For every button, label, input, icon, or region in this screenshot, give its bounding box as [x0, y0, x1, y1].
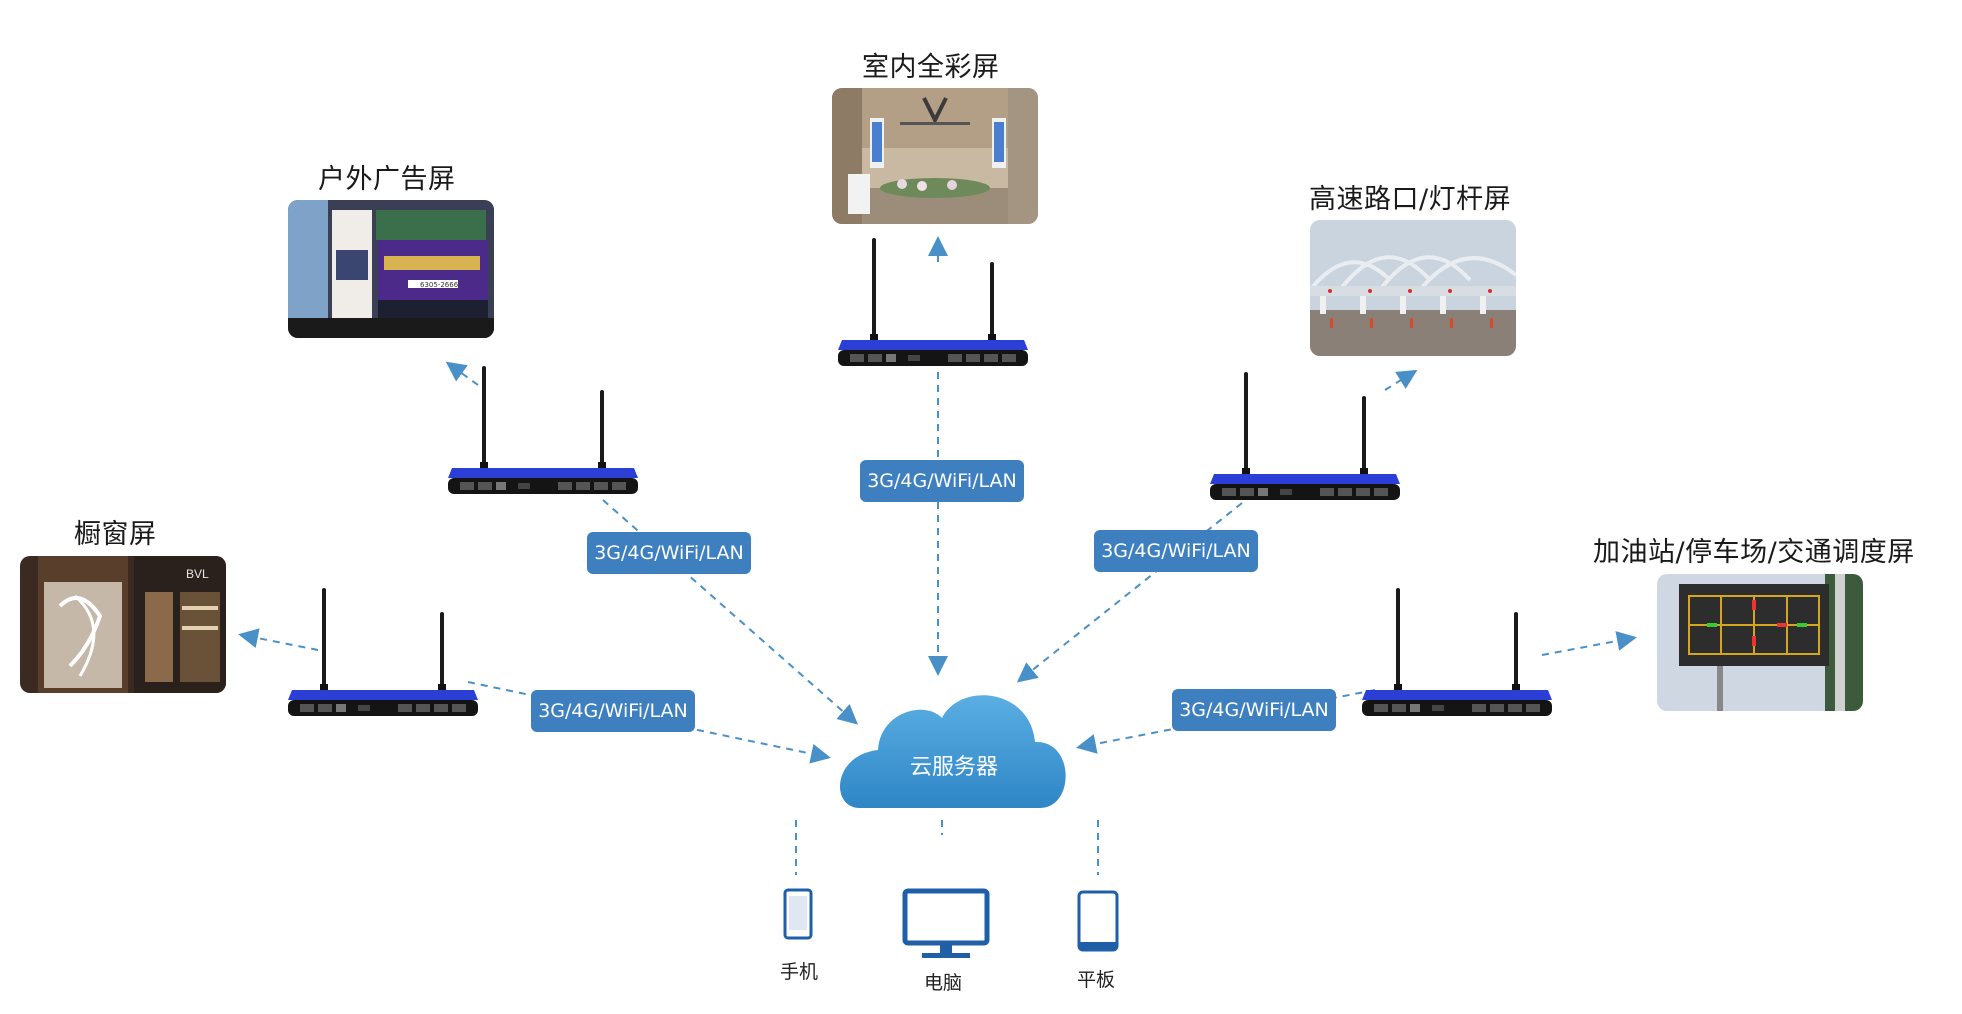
arrow-to-outdoor	[445, 361, 479, 386]
title-indoor-screen: 室内全彩屏	[862, 52, 1000, 83]
pc-label: 电脑	[924, 972, 963, 994]
cloud-icon	[840, 695, 1066, 808]
router-indoor	[838, 238, 1028, 370]
router-highway	[1210, 372, 1400, 504]
title-outdoor-screen: 户外广告屏	[318, 164, 456, 195]
connection-badge-indoor: 3G/4G/WiFi/LAN	[860, 460, 1024, 502]
connection-badge-outdoor: 3G/4G/WiFi/LAN	[587, 532, 751, 574]
tablet-icon	[1077, 890, 1119, 952]
title-gas-screen: 加油站/停车场/交通调度屏	[1593, 537, 1915, 568]
title-highway-screen: 高速路口/灯杆屏	[1309, 184, 1512, 215]
connection-badge-window: 3G/4G/WiFi/LAN	[531, 690, 695, 732]
phone-icon	[783, 888, 813, 940]
indoor-screen-photo	[832, 88, 1038, 224]
gas-screen-photo	[1657, 574, 1863, 711]
arrow-gas-cloud	[1076, 689, 1376, 754]
window-screen-photo: BVL	[20, 556, 226, 693]
router-window	[288, 588, 478, 720]
tablet-label: 平板	[1077, 969, 1116, 991]
window-brand-text: BVL	[186, 567, 209, 581]
arrow-to-highway	[1384, 369, 1418, 391]
monitor-icon	[902, 888, 990, 958]
highway-screen-photo	[1310, 220, 1516, 356]
title-window-screen: 橱窗屏	[74, 519, 157, 550]
outdoor-screen-photo: 6305-2666	[288, 200, 494, 338]
billboard-phone-text: 6305-2666	[420, 281, 459, 289]
connection-badge-highway: 3G/4G/WiFi/LAN	[1094, 530, 1258, 572]
arrow-highway-cloud	[1016, 502, 1243, 683]
cloud-server-label: 云服务器	[910, 755, 999, 780]
router-gas	[1362, 588, 1552, 720]
connection-badge-gas: 3G/4G/WiFi/LAN	[1172, 689, 1336, 731]
arrow-to-gas	[1541, 631, 1637, 656]
router-outdoor	[448, 366, 638, 498]
phone-label: 手机	[780, 961, 819, 983]
